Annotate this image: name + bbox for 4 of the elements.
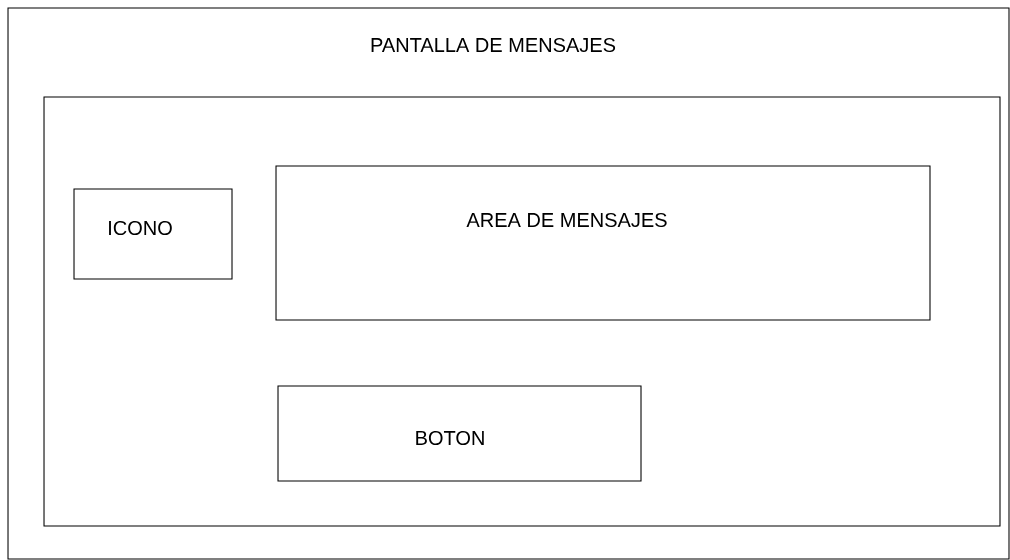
button-box: BOTON: [277, 385, 642, 482]
panel-box: [43, 96, 1001, 527]
icon-box: ICONO: [73, 188, 233, 280]
message-area-box: AREA DE MENSAJES: [275, 165, 931, 321]
